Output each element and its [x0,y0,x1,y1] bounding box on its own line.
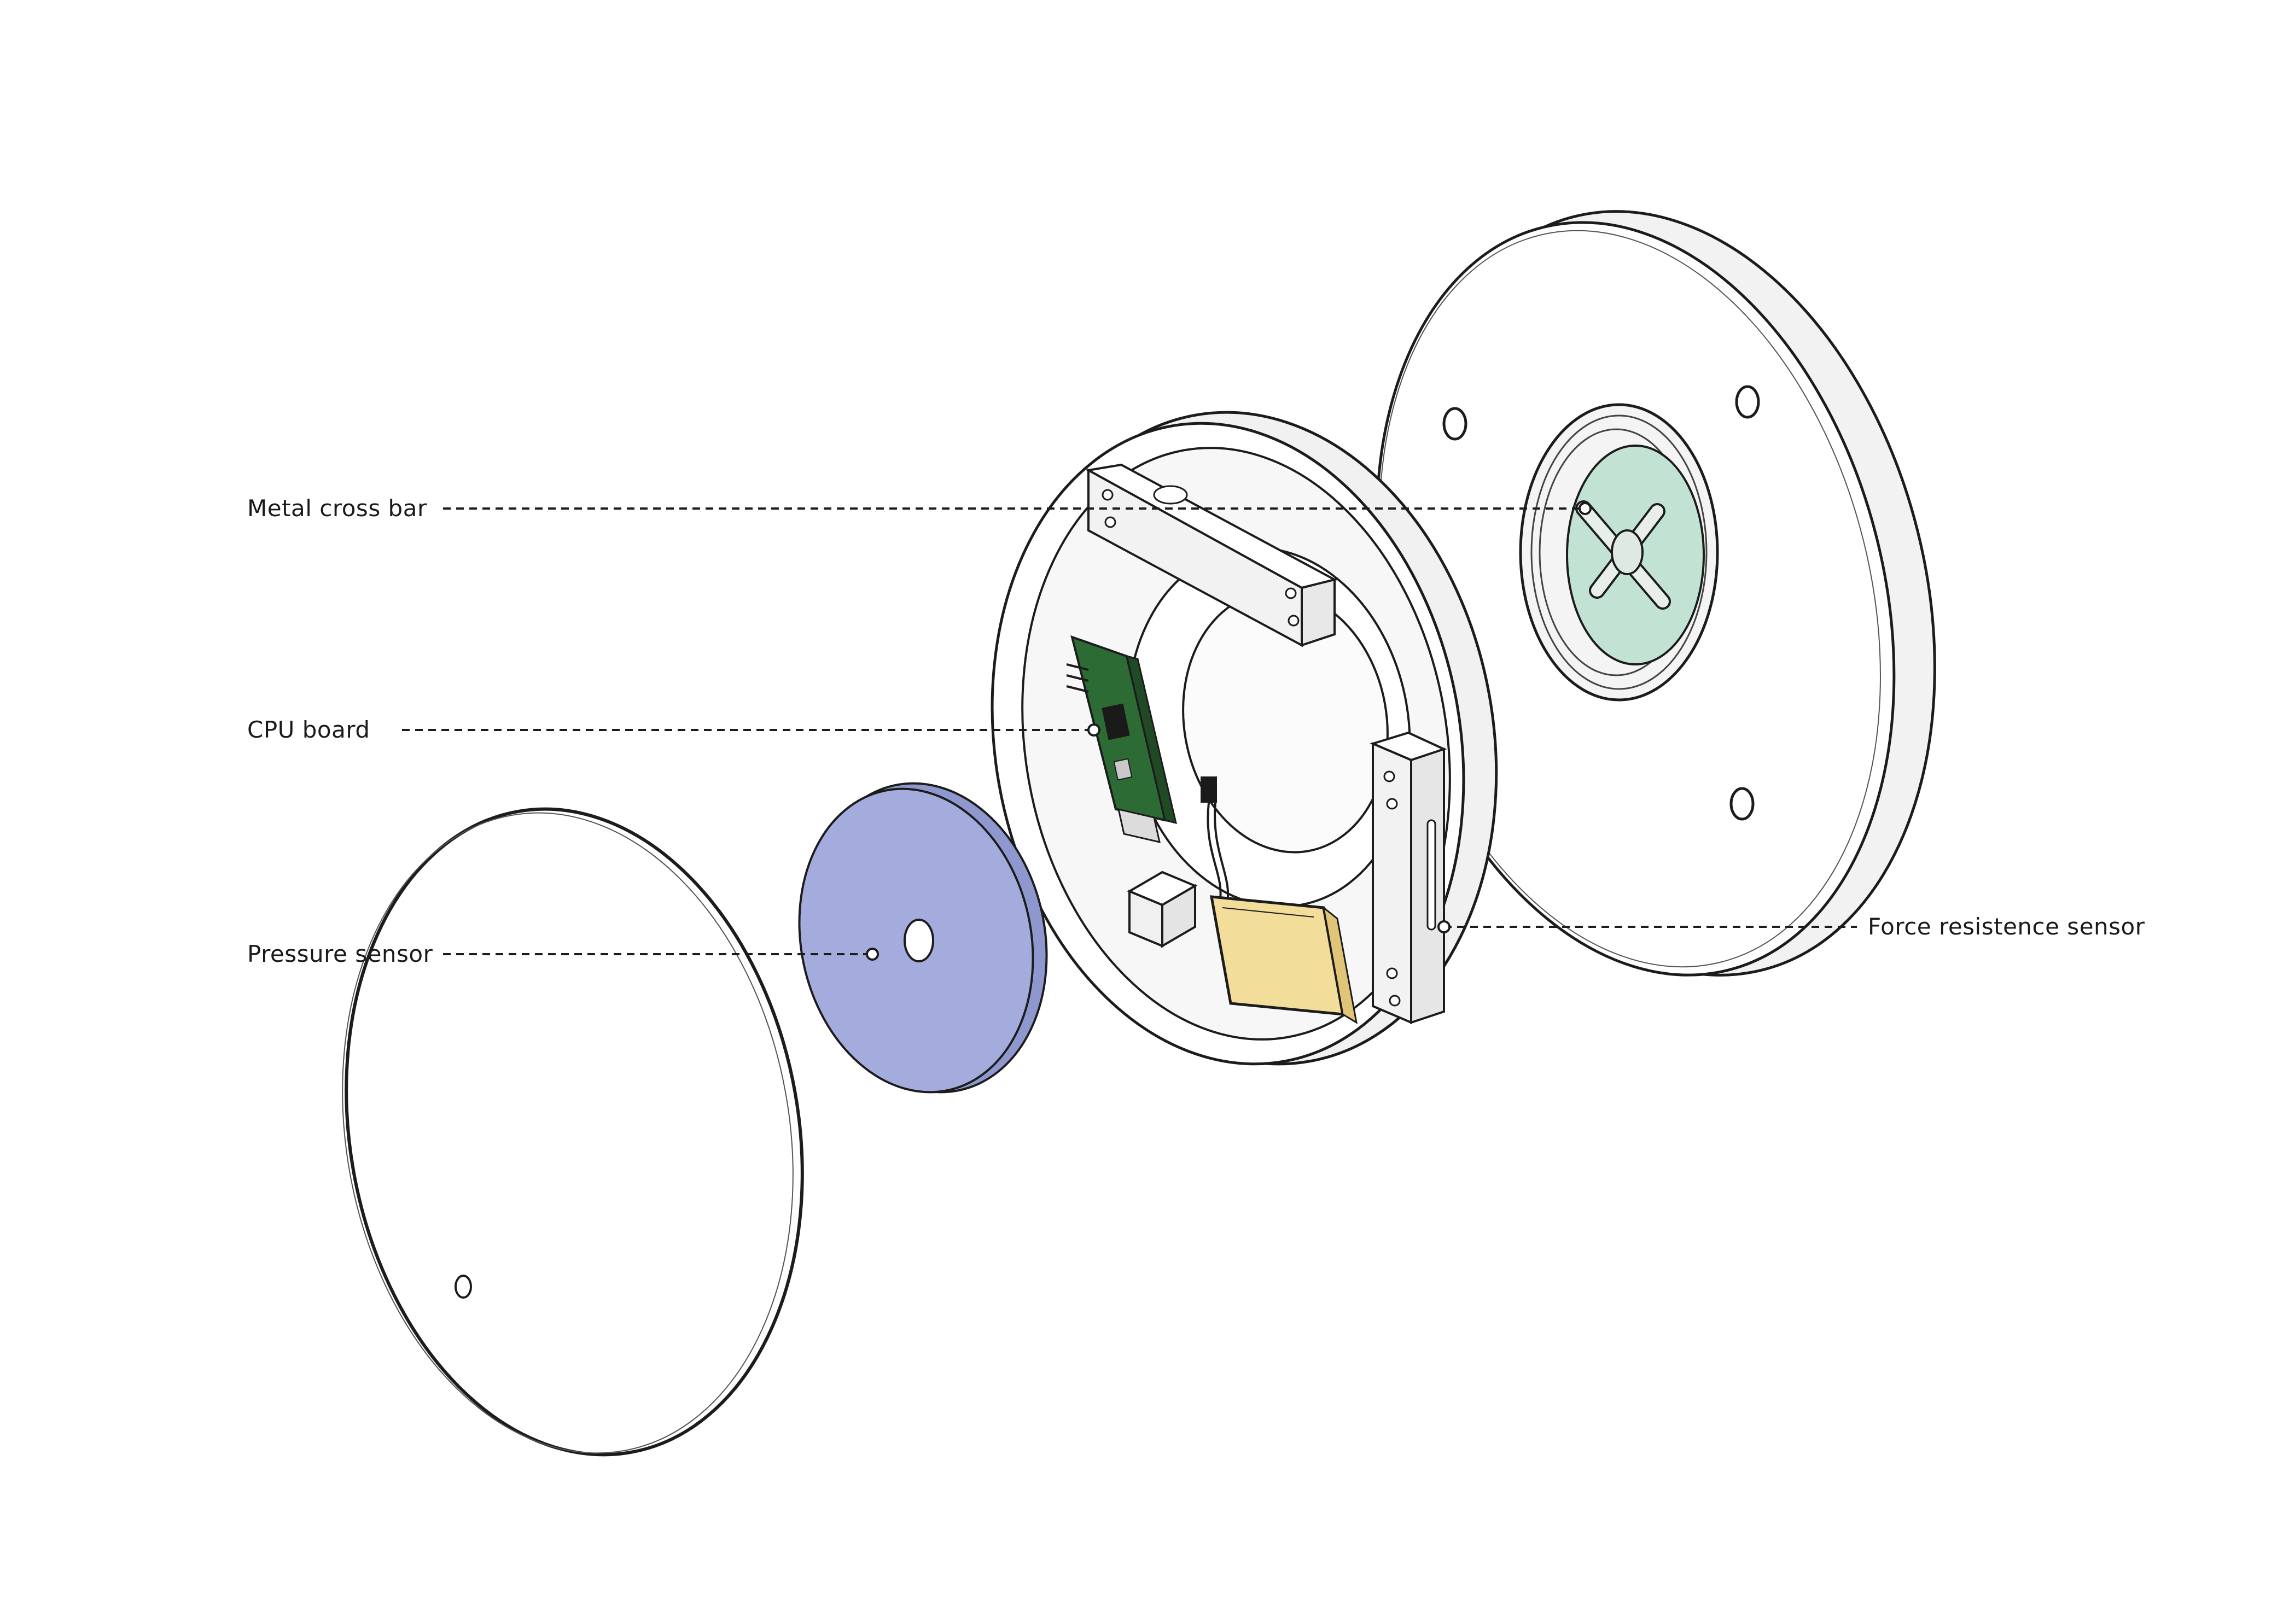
housing-ring [991,411,1498,1066]
label-pressure-sensor: Pressure sensor [247,940,433,967]
callout-leaders [402,507,1857,955]
mount-hole-icon [1442,385,1760,821]
battery-connector [1201,776,1230,903]
leader-end-dots [866,502,1592,961]
screw-hole-icon [455,1275,472,1299]
back-cover-plate [1375,210,1936,977]
label-cpu-board: CPU board [247,716,370,743]
pressure-sensor-disc [798,782,1048,1094]
metal-cross-bar [1575,500,1671,610]
force-resistence-sensor [1370,731,1447,1025]
label-force-resistence-sensor: Force resistence sensor [1868,913,2145,940]
battery [1209,895,1358,1024]
top-load-cell [1085,463,1338,647]
front-cover-plate [342,807,804,1457]
cpu-board [1066,635,1178,843]
switch-block [1127,871,1198,948]
label-metal-cross-bar: Metal cross bar [247,495,427,522]
